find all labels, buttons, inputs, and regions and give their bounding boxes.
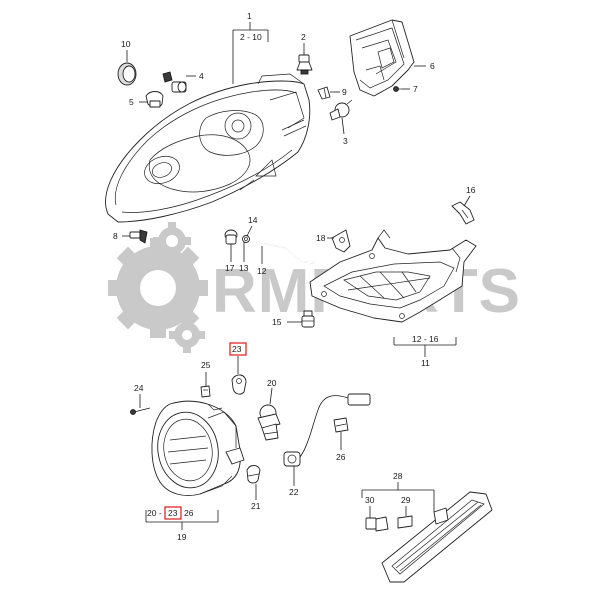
part-11-bracket (309, 229, 477, 323)
part-16-clip (451, 201, 475, 225)
callout-14: 14 (248, 215, 258, 225)
callout-17: 17 (225, 263, 235, 273)
part-18-bracket (331, 229, 351, 253)
part-2-bulb (296, 54, 313, 75)
callout-19: 19 (177, 532, 187, 542)
callout-2: 2 (301, 32, 306, 42)
callout-16: 16 (466, 185, 476, 195)
part-23-highlight (229, 342, 247, 356)
callout-13: 13 (239, 263, 249, 273)
callout-25: 25 (201, 360, 211, 370)
callout-29: 29 (401, 495, 411, 505)
part-7-screw (393, 86, 402, 92)
headlight-assembly (105, 73, 311, 223)
part-30-socket (365, 516, 389, 532)
part-24-screw (130, 407, 151, 415)
part-20-bulb (257, 404, 281, 441)
callout-24: 24 (134, 383, 144, 393)
callout-23: 23 (232, 344, 242, 354)
part-6-housing (349, 19, 415, 97)
callout-30: 30 (365, 495, 375, 505)
part-25-clip (200, 385, 211, 398)
callout-26-range: 26 (184, 508, 194, 518)
part-4-socket (162, 71, 187, 93)
part-3-bulb (329, 99, 353, 121)
callout-20-range: 20 - (147, 508, 162, 518)
part-17-grommet (224, 229, 238, 245)
part-29-bulb (397, 515, 413, 529)
callout-11: 11 (421, 358, 430, 368)
callout-6: 6 (430, 61, 435, 71)
callout-10: 10 (121, 39, 131, 49)
callout-5: 5 (129, 97, 134, 107)
gear-icon (108, 238, 208, 338)
callout-1: 1 (247, 11, 252, 21)
part-23-range-highlight (164, 506, 182, 520)
leader-lines (122, 22, 471, 530)
gear-icon (153, 222, 191, 260)
callout-21: 21 (251, 501, 261, 511)
part-28-side-marker (381, 491, 493, 583)
callout-3: 3 (343, 136, 348, 146)
part-19-fog-lamp (151, 400, 245, 496)
callout-7: 7 (413, 84, 418, 94)
callout-12: 12 (257, 266, 267, 276)
part-9-clip (317, 86, 331, 100)
callout-26: 26 (336, 452, 346, 462)
part-12-rod (255, 241, 317, 264)
callout-15: 15 (272, 317, 282, 327)
callout-22: 22 (289, 487, 299, 497)
gear-icon (169, 317, 205, 353)
callout-28: 28 (393, 471, 403, 481)
part-26-connector (333, 417, 349, 433)
callout-12-16: 12 - 16 (412, 334, 439, 344)
part-15-fastener (301, 310, 315, 328)
callout-20: 20 (267, 378, 277, 388)
part-13-nut (242, 235, 250, 243)
callout-4: 4 (199, 71, 204, 81)
callout-18: 18 (316, 233, 326, 243)
callout-8: 8 (113, 231, 118, 241)
part-10-cap (117, 62, 137, 86)
part-23-clip (231, 374, 247, 395)
part-5-bulb (145, 91, 164, 108)
part-22-harness (283, 393, 371, 467)
callout-23-range: 23 (168, 508, 178, 518)
callout-9: 9 (342, 87, 347, 97)
callout-2-10: 2 - 10 (240, 32, 262, 42)
part-8-pin (129, 229, 148, 244)
part-21-bulb (246, 465, 261, 484)
